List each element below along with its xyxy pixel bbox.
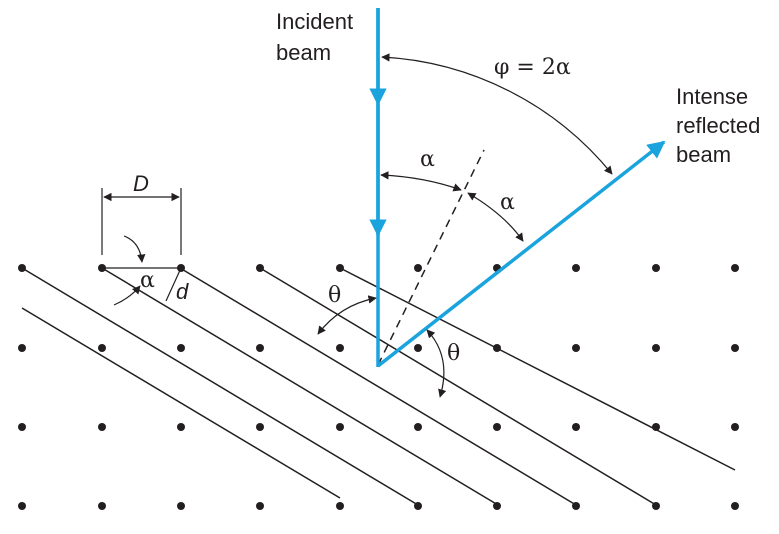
lattice-point bbox=[572, 344, 580, 352]
label-d: d bbox=[176, 279, 189, 304]
lattice-point bbox=[493, 423, 501, 431]
alpha-arc-left bbox=[380, 171, 462, 192]
spacing-D-dimension: D bbox=[101, 171, 182, 255]
lattice-point bbox=[572, 264, 580, 272]
lattice-point bbox=[652, 423, 660, 431]
theta-arc-right bbox=[426, 329, 447, 398]
lattice-point bbox=[18, 502, 26, 510]
plane-normal-dashed bbox=[377, 149, 485, 366]
lattice-point bbox=[731, 502, 739, 510]
lattice-point bbox=[256, 264, 264, 272]
label-D: D bbox=[133, 171, 149, 196]
label-reflected-line3: beam bbox=[676, 142, 731, 167]
label-alpha-cell: α bbox=[140, 268, 155, 293]
label-theta-right: θ bbox=[447, 341, 460, 366]
lattice-point bbox=[414, 264, 422, 272]
lattice-point bbox=[572, 423, 580, 431]
lattice-plane bbox=[339, 267, 736, 471]
lattice-point bbox=[652, 502, 660, 510]
lattice-point bbox=[98, 344, 106, 352]
lattice-point bbox=[98, 423, 106, 431]
lattice-point bbox=[414, 423, 422, 431]
lattice-point bbox=[731, 423, 739, 431]
lattice-point bbox=[572, 502, 580, 510]
lattice-point bbox=[336, 423, 344, 431]
lattice-point bbox=[177, 502, 185, 510]
lattice-point bbox=[256, 423, 264, 431]
reflected-beam bbox=[376, 140, 666, 368]
theta-arc-left bbox=[317, 295, 377, 335]
lattice-point bbox=[256, 344, 264, 352]
label-phi-equation: φ = 2α bbox=[494, 55, 571, 80]
lattice-point bbox=[336, 502, 344, 510]
label-incident-line2: beam bbox=[276, 40, 331, 65]
lattice-point bbox=[336, 344, 344, 352]
lattice-point bbox=[652, 344, 660, 352]
lattice-points bbox=[18, 264, 739, 510]
lattice-point bbox=[18, 423, 26, 431]
label-theta-left: θ bbox=[328, 283, 341, 308]
lattice-plane bbox=[101, 267, 499, 506]
alpha-arc-right bbox=[467, 192, 524, 242]
lattice-point bbox=[731, 264, 739, 272]
lattice-point bbox=[336, 264, 344, 272]
label-alpha-right: α bbox=[500, 190, 515, 215]
lattice-point bbox=[414, 502, 422, 510]
lattice-point bbox=[493, 502, 501, 510]
label-reflected-line1: Intense bbox=[676, 84, 748, 109]
alpha-cell-arc-bottom bbox=[113, 285, 141, 306]
lattice-point bbox=[256, 502, 264, 510]
lattice-point bbox=[18, 264, 26, 272]
lattice-plane bbox=[21, 267, 419, 506]
alpha-cell-arc-top bbox=[123, 235, 146, 263]
lattice-point bbox=[98, 502, 106, 510]
lattice-plane bbox=[179, 267, 577, 506]
phi-arc bbox=[381, 53, 613, 175]
lattice-point bbox=[493, 344, 501, 352]
lattice-point bbox=[731, 344, 739, 352]
label-alpha-left: α bbox=[420, 147, 435, 172]
lattice-plane bbox=[21, 307, 341, 499]
lattice-point bbox=[414, 344, 422, 352]
unit-cell-triangle: α d bbox=[102, 235, 189, 306]
lattice-point bbox=[177, 423, 185, 431]
label-reflected-line2: reflected bbox=[676, 113, 760, 138]
lattice-point bbox=[652, 264, 660, 272]
lattice-point bbox=[177, 344, 185, 352]
label-incident-line1: Incident bbox=[276, 9, 353, 34]
lattice-point bbox=[18, 344, 26, 352]
